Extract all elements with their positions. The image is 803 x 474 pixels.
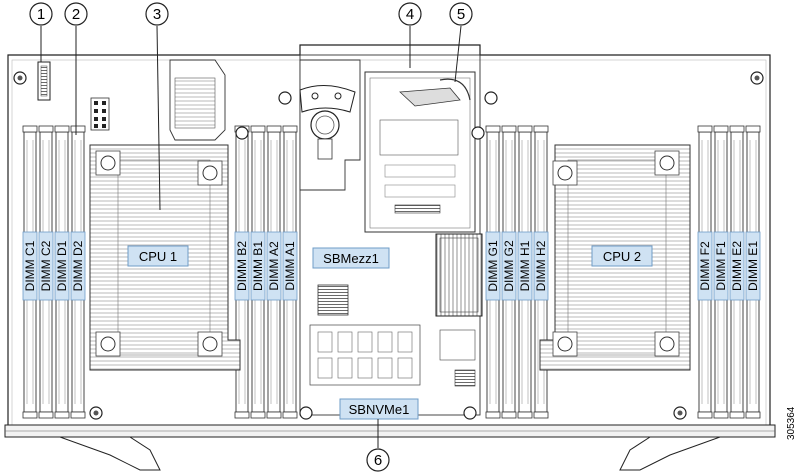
dimm-label-text: DIMM H1: [518, 240, 532, 291]
screw: [89, 406, 103, 420]
cpu1-label-text: CPU 1: [139, 249, 177, 264]
dimm-label-text: DIMM A2: [267, 241, 281, 291]
dimm-label: DIMM E1: [745, 231, 761, 301]
callout-2-number: 2: [72, 6, 80, 23]
callout-2: 2: [64, 2, 88, 26]
callout-1: 1: [29, 2, 53, 26]
dimm-label: DIMM G1: [485, 231, 501, 301]
bracket-left: [299, 59, 361, 191]
sbnvme-label: SBNVMe1: [339, 398, 419, 420]
cpu2-label: CPU 2: [591, 245, 653, 267]
screw: [673, 406, 687, 420]
dimm-label-text: DIMM E2: [730, 241, 744, 291]
dimm-label: DIMM D2: [70, 231, 86, 301]
dimm-label-text: DIMM B2: [235, 241, 249, 291]
callout-1-number: 1: [37, 6, 45, 23]
dimm-label: DIMM B2: [234, 231, 250, 301]
callout-4-number: 4: [406, 6, 414, 23]
dimm-label-text: DIMM B1: [251, 241, 265, 291]
dimm-label: DIMM E2: [729, 231, 745, 301]
callout-3: 3: [145, 2, 169, 26]
callout-3-number: 3: [153, 6, 161, 23]
dimm-label: DIMM F2: [697, 231, 713, 301]
dimm-label-text: DIMM F2: [698, 241, 712, 291]
dimm-label: DIMM D1: [54, 231, 70, 301]
jumper-header: [90, 97, 110, 131]
dimm-label: DIMM C1: [22, 231, 38, 301]
internal-usb-connector: [37, 61, 51, 101]
dimm-label: DIMM A1: [282, 231, 298, 301]
dimm-label-text: DIMM G2: [502, 240, 516, 292]
cable-clip: [169, 59, 226, 141]
sbnvme-module: [309, 284, 476, 387]
dimm-label: DIMM B1: [250, 231, 266, 301]
dimm-label-text: DIMM C1: [23, 240, 37, 291]
dimm-label: DIMM G2: [501, 231, 517, 301]
screws: [13, 71, 764, 420]
dimm-label-text: DIMM E1: [746, 241, 760, 291]
sbnvme-label-text: SBNVMe1: [349, 402, 410, 417]
callout-5: 5: [449, 2, 473, 26]
dimm-label-text: DIMM C2: [39, 240, 53, 291]
nvme-heatsink: [435, 233, 483, 317]
dimm-label-text: DIMM D2: [71, 240, 85, 291]
dimm-label-text: DIMM F1: [714, 241, 728, 291]
dimm-label: DIMM H1: [517, 231, 533, 301]
mezz-screws: [235, 91, 498, 420]
sbmezz-label-text: SBMezz1: [323, 251, 379, 266]
cpu1-label: CPU 1: [127, 245, 189, 267]
dimm-label: DIMM C2: [38, 231, 54, 301]
front-panel-rail: [4, 424, 776, 471]
screw: [750, 71, 764, 85]
callout-6: 6: [366, 448, 390, 472]
dimm-label: DIMM F1: [713, 231, 729, 301]
figure-id: 305364: [786, 406, 797, 440]
dimm-label: DIMM H2: [533, 231, 549, 301]
callout-6-number: 6: [374, 452, 382, 469]
sbmezz-label: SBMezz1: [312, 247, 390, 269]
screw: [13, 71, 27, 85]
dimm-label-text: DIMM G1: [486, 240, 500, 292]
cpu2-label-text: CPU 2: [603, 249, 641, 264]
dimm-label-text: DIMM H2: [534, 240, 548, 291]
callout-leaders: [40, 25, 462, 448]
dimm-label-text: DIMM D1: [55, 240, 69, 291]
dimm-label-text: DIMM A1: [283, 241, 297, 291]
callout-5-number: 5: [457, 6, 465, 23]
callout-4: 4: [398, 2, 422, 26]
dimm-label: DIMM A2: [266, 231, 282, 301]
